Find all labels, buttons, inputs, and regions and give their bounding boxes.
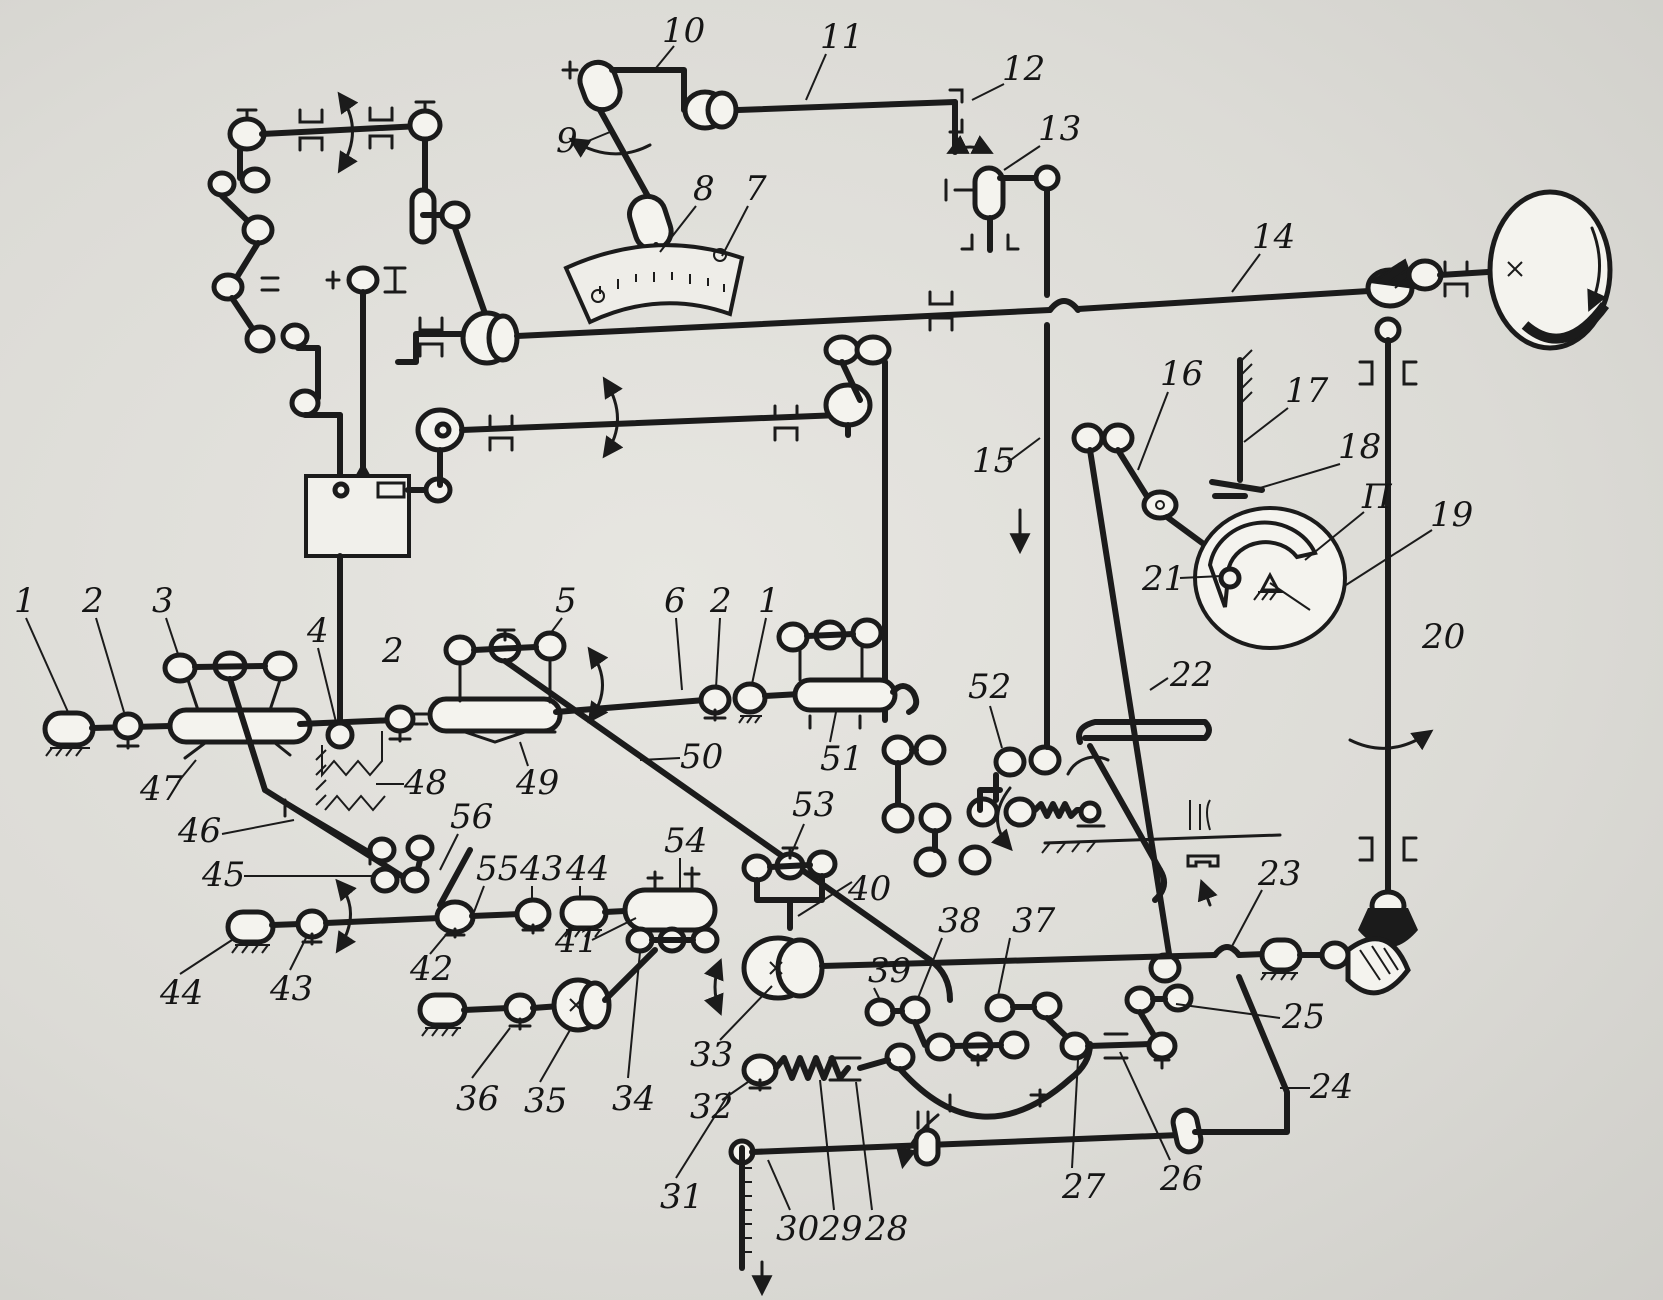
callout-labels: 1 2 3 4 2 5 6 2 1 7 8 9 10 11 12 13 14 1…	[14, 11, 1473, 1249]
label-55: 55	[476, 849, 519, 889]
label-48: 48	[403, 763, 447, 803]
label-32: 32	[690, 1087, 733, 1127]
label-34: 34	[612, 1079, 655, 1119]
label-12: 12	[1002, 49, 1045, 89]
label-19: 19	[1430, 495, 1473, 535]
label-44a: 44	[565, 849, 609, 889]
label-43a: 43	[519, 849, 563, 889]
label-8: 8	[693, 169, 715, 209]
label-24: 24	[1309, 1067, 1353, 1107]
spring-48-assembly	[315, 720, 386, 812]
lower-right-rollers	[864, 983, 1194, 1070]
label-13: 13	[1038, 109, 1081, 149]
label-54: 54	[664, 821, 707, 861]
label-18: 18	[1338, 427, 1381, 467]
label-4: 4	[306, 611, 329, 651]
label-7: 7	[745, 169, 767, 209]
label-6: 6	[664, 581, 686, 621]
label-44b: 44	[159, 973, 203, 1013]
main-shaft-14	[514, 189, 1613, 351]
label-41: 41	[554, 921, 598, 961]
label-16: 16	[1160, 354, 1203, 394]
label-37: 37	[1012, 901, 1056, 941]
label-35: 35	[524, 1081, 567, 1121]
upper-shaft-rollers	[162, 617, 884, 712]
label-21: 21	[1141, 559, 1185, 599]
label-26: 26	[1159, 1159, 1203, 1199]
label-28: 28	[864, 1209, 908, 1249]
label-1: 1	[14, 581, 36, 621]
label-46: 46	[177, 811, 221, 851]
control-box-assembly	[304, 265, 453, 723]
main-horizontal-shaft	[42, 646, 920, 760]
label-38: 38	[938, 901, 981, 941]
label-2b: 2	[381, 631, 404, 671]
label-42: 42	[409, 949, 453, 989]
label-3: 3	[152, 581, 174, 621]
label-39: 39	[868, 951, 911, 991]
label-5: 5	[555, 581, 577, 621]
spring-29-lever-30	[728, 974, 1290, 1297]
group-52-mechanism	[881, 719, 1282, 907]
label-53: 53	[792, 785, 835, 825]
label-51: 51	[820, 739, 863, 779]
rod-22	[1087, 447, 1182, 984]
label-2c: 2	[709, 581, 732, 621]
label-25: 25	[1281, 997, 1325, 1037]
label-10: 10	[662, 11, 705, 51]
label-20: 20	[1421, 617, 1465, 657]
label-56: 56	[450, 797, 493, 837]
indicator-scale-group	[561, 59, 1061, 748]
label-45: 45	[201, 855, 245, 895]
label-31: 31	[660, 1177, 703, 1217]
label-50: 50	[680, 737, 723, 777]
label-49: 49	[515, 763, 559, 803]
cam-disc-19-assembly	[1071, 349, 1347, 650]
label-9: 9	[556, 121, 578, 161]
label-11: 11	[820, 17, 863, 57]
middle-rocker-shaft	[415, 334, 892, 723]
label-47: 47	[139, 769, 184, 809]
label-3029: 3029	[776, 1209, 863, 1249]
label-27: 27	[1061, 1167, 1106, 1207]
label-1b: 1	[758, 581, 780, 621]
upper-left-linkage	[207, 91, 471, 483]
label-14: 14	[1252, 217, 1295, 257]
group-53	[741, 846, 838, 931]
label-P: П	[1361, 477, 1393, 517]
lower-left-shaft	[225, 834, 718, 954]
shaft-35-36	[417, 926, 724, 1037]
right-vertical-shaft	[1348, 316, 1434, 948]
shaft-14-left-linkage	[395, 225, 520, 366]
label-22: 22	[1169, 655, 1213, 695]
lower-central-shaft	[741, 935, 1411, 1001]
label-17: 17	[1285, 371, 1329, 411]
label-33: 33	[690, 1035, 733, 1075]
label-2: 2	[81, 581, 104, 621]
label-23: 23	[1257, 854, 1301, 894]
label-36: 36	[456, 1079, 499, 1119]
label-43b: 43	[269, 969, 313, 1009]
label-52: 52	[968, 667, 1011, 707]
label-40: 40	[847, 869, 891, 909]
